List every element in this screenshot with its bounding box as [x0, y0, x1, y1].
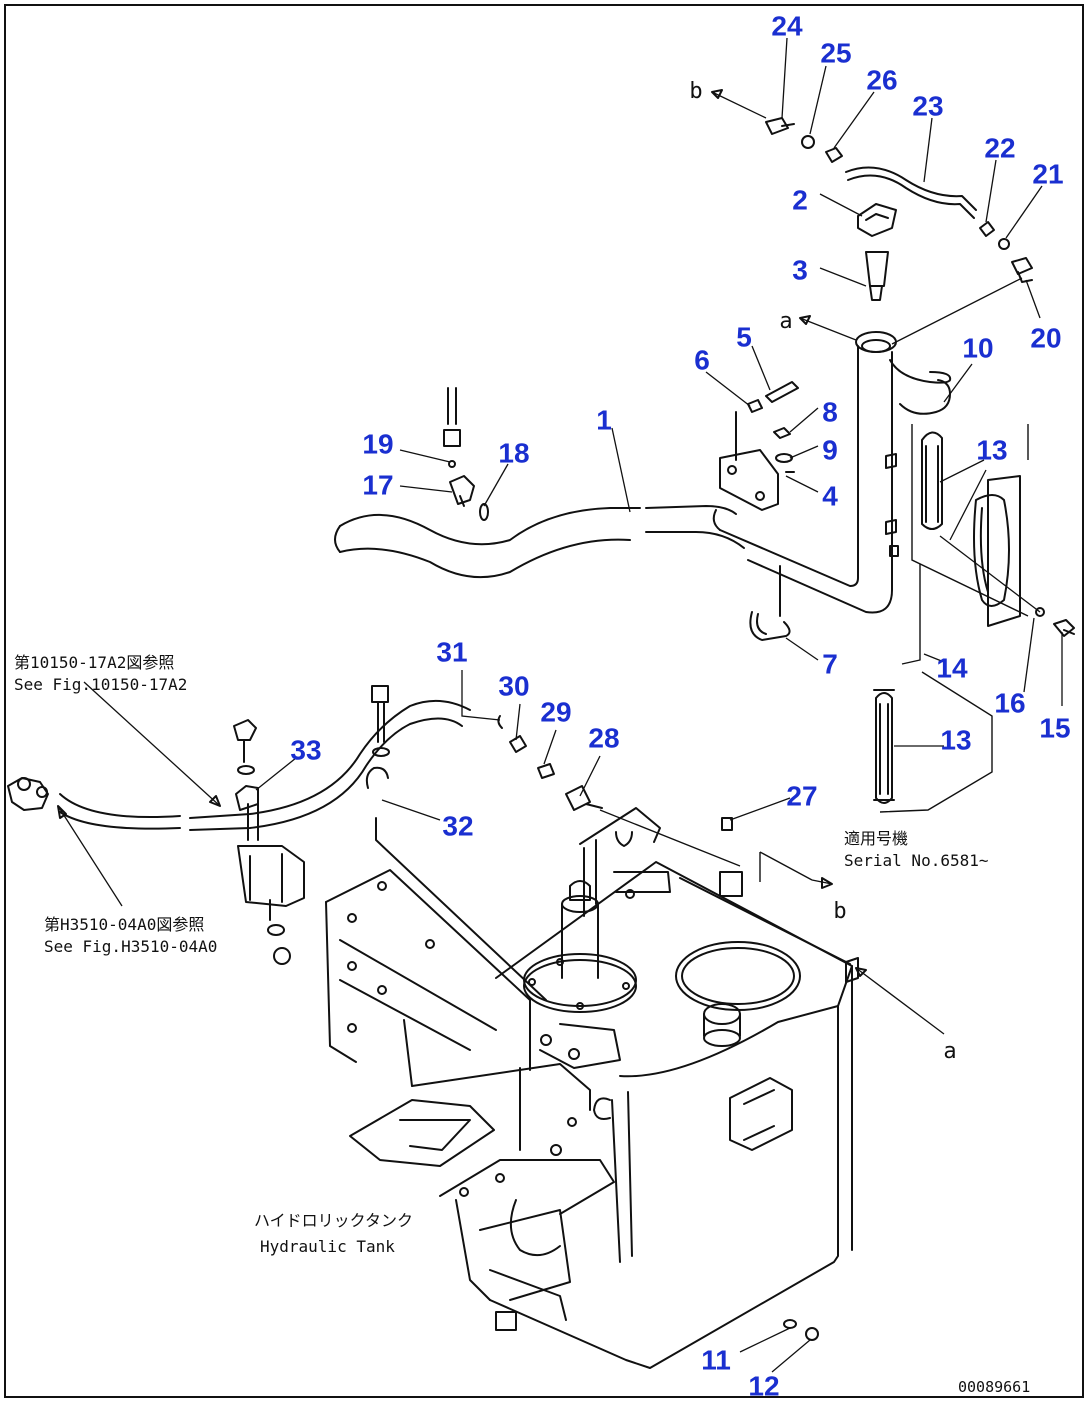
pilot-hose-left	[7, 685, 741, 1001]
sight-gauge-lower	[873, 564, 993, 813]
callout-26: 26	[866, 64, 897, 95]
callout-8: 8	[822, 396, 838, 427]
callout-10: 10	[962, 332, 993, 363]
hose-fitting-17-19	[443, 387, 489, 521]
drawing-code: 00089661	[958, 1378, 1030, 1396]
callout-31: 31	[436, 636, 467, 667]
tank-label-en: Hydraulic Tank	[260, 1237, 395, 1256]
main-hose	[334, 505, 745, 579]
callout-33: 33	[290, 734, 321, 765]
callout-19: 19	[362, 428, 393, 459]
serial-en: Serial No.6581~	[844, 851, 989, 870]
callout-5: 5	[736, 321, 752, 352]
callout-20: 20	[1030, 322, 1061, 353]
callout-30: 30	[498, 670, 529, 701]
callout-28: 28	[588, 722, 619, 753]
filler-cap	[857, 203, 897, 301]
top-ref-en: See Fig.10150-17A2	[14, 675, 187, 694]
callout-3: 3	[792, 254, 808, 285]
callout-17: 17	[362, 469, 393, 500]
bottom-ref-jp: 第H3510-04A0図参照	[44, 915, 204, 934]
top-ref-jp: 第10150-17A2図参照	[14, 653, 174, 672]
view-marker-a: a	[779, 309, 792, 334]
callout-2: 2	[792, 184, 808, 215]
callout-16: 16	[994, 687, 1025, 718]
callout-25: 25	[820, 37, 851, 68]
sight-gauge-upper	[885, 424, 1075, 637]
callout-13: 13	[976, 434, 1007, 465]
callout-4: 4	[822, 480, 838, 511]
callout-1: 1	[596, 404, 612, 435]
callout-22: 22	[984, 132, 1015, 163]
view-marker-labels: b a b a	[689, 79, 956, 1064]
tank-label-jp: ハイドロリックタンク	[254, 1211, 413, 1230]
callout-27: 27	[786, 780, 817, 811]
callout-7: 7	[822, 648, 838, 679]
callout-29: 29	[540, 696, 571, 727]
bracket-4	[719, 381, 799, 641]
callout-14: 14	[936, 652, 968, 683]
callout-6: 6	[694, 344, 710, 375]
bottom-ref-en: See Fig.H3510-04A0	[44, 937, 217, 956]
serial-jp: 適用号機	[844, 829, 908, 848]
callout-15: 15	[1039, 712, 1070, 743]
hydraulic-tank	[325, 807, 859, 1369]
callout-21: 21	[1032, 158, 1063, 189]
callout-18: 18	[498, 437, 529, 468]
view-marker-b: b	[689, 79, 702, 104]
view-arrows	[711, 89, 945, 1035]
callout-24: 24	[771, 10, 803, 41]
callout-32: 32	[442, 810, 473, 841]
callout-11: 11	[701, 1344, 731, 1375]
drawing-frame	[4, 4, 1084, 1398]
callout-23: 23	[912, 90, 943, 121]
callout-13: 13	[940, 724, 971, 755]
leader-lines	[57, 37, 1063, 1373]
callout-9: 9	[822, 434, 838, 465]
callout-12: 12	[748, 1370, 779, 1401]
view-marker-a: a	[943, 1039, 956, 1064]
stand-pipe	[719, 331, 952, 614]
return-hose-assembly	[765, 117, 1033, 345]
view-marker-b: b	[833, 899, 846, 924]
